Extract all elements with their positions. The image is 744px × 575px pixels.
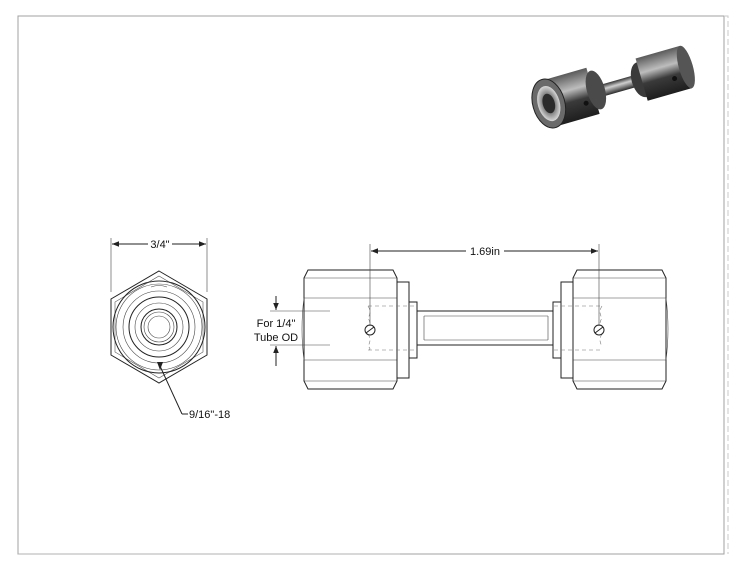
dimension-width-label: 3/4": [150, 239, 169, 251]
dimension-length-label: 1.69in: [470, 246, 500, 258]
dimension-length: 1.69in: [369, 244, 600, 326]
tube-od-label-line2: Tube OD: [254, 332, 298, 344]
dimension-width: 3/4": [110, 238, 208, 292]
thread-label: 9/16"-18: [189, 409, 230, 421]
isometric-render: [531, 45, 695, 129]
dimension-tube-od: For 1/4" Tube OD: [254, 296, 330, 366]
tube-od-label-line1: For 1/4": [257, 318, 296, 330]
side-view: [301, 269, 669, 390]
end-view-hex: [110, 270, 208, 384]
thread-callout: 9/16"-18: [157, 362, 230, 421]
